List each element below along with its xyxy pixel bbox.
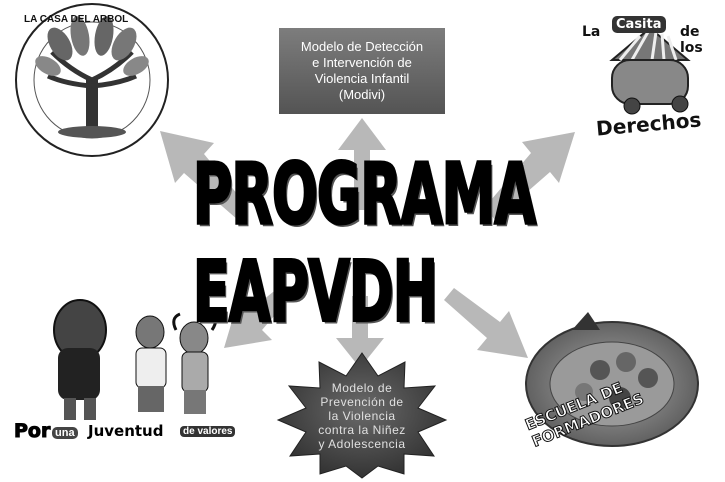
arrow-down-left [224, 288, 288, 348]
juventud-por: Por [13, 420, 51, 443]
casita-suffix: de los [680, 24, 703, 56]
prevention-line-5: y Adolescencia [318, 437, 406, 451]
program-title: PROGRAMA EAPVDH [192, 144, 537, 342]
arrow-down-right [444, 288, 528, 358]
casita-de-los-derechos-logo [609, 26, 691, 115]
prevention-line-1: Modelo de [331, 381, 393, 395]
modivi-line-4: (Modivi) [338, 87, 386, 102]
prevention-line-3: la Violencia [328, 409, 396, 423]
juventud-tail: de valores [180, 426, 236, 437]
modivi-line-1: Modelo de Detección [300, 39, 424, 54]
juventud-word: Juventud [88, 422, 164, 440]
casita-prefix: La [582, 24, 601, 40]
arrow-up-left [160, 131, 248, 220]
arrow-down [336, 296, 384, 368]
prevention-line-2: Prevención de [320, 395, 404, 409]
casa-del-arbol-text: LA CASA DEL ARBOL [24, 14, 129, 25]
casita-badge: Casita [612, 16, 666, 33]
modivi-line-2: e Intervención de [312, 55, 412, 70]
juventud-una: una [52, 427, 78, 439]
modivi-line-3: Violencia Infantil [314, 71, 410, 86]
arrow-up-right [485, 132, 575, 220]
juventud-cartoon-logo [53, 299, 217, 420]
casa-del-arbol-logo [15, 3, 169, 157]
escuela-de-formadores-logo [525, 312, 699, 447]
arrow-up [338, 118, 386, 210]
prevention-model-text: Modelo de Prevención de la Violencia con… [300, 370, 424, 462]
modivi-box: Modelo de Detección e Intervención de Vi… [279, 28, 445, 114]
prevention-star-shape [276, 352, 448, 479]
prevention-line-4: contra la Niñez [318, 423, 406, 437]
